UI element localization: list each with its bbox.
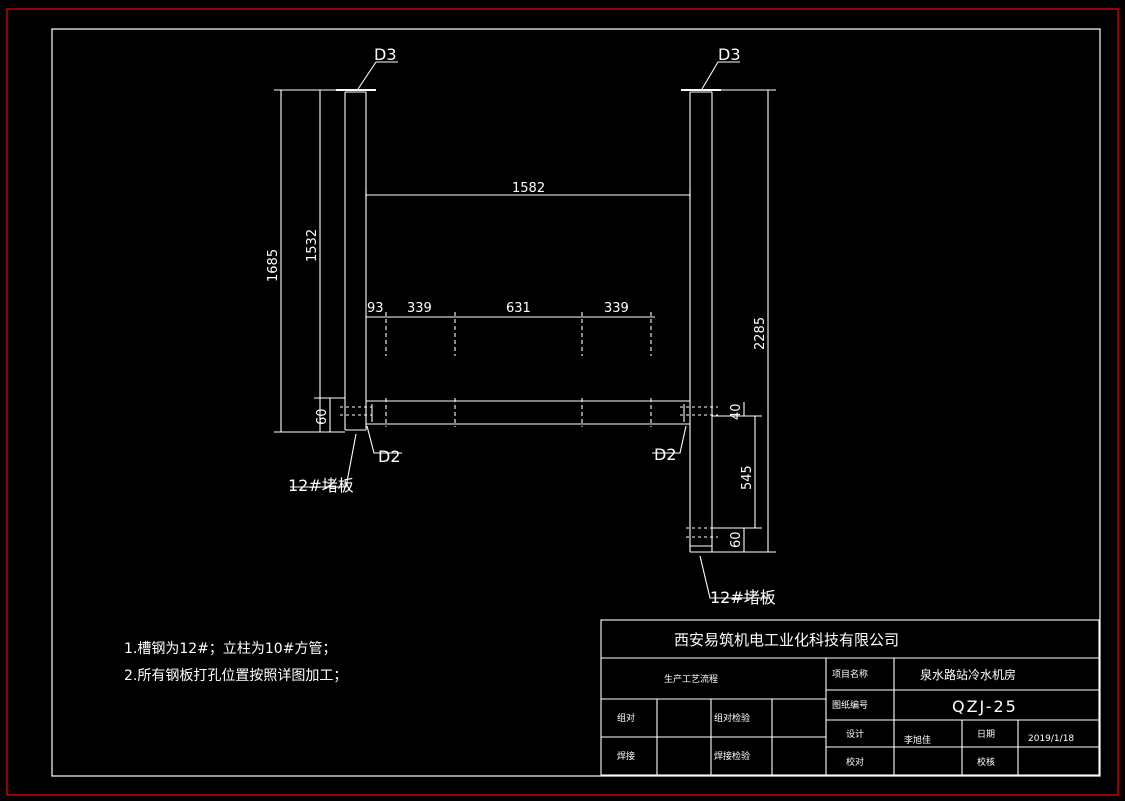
dim-left-bottom: 60: [315, 408, 330, 425]
dim-right-mid: 545: [740, 465, 755, 490]
beam-hole-marks: [385, 398, 652, 427]
note-1: 1.槽钢为12#；立柱为10#方管；: [124, 641, 336, 657]
callout-d3-left: D3: [374, 45, 397, 64]
tb-date-label: 日期: [977, 729, 995, 740]
dim-right-total: 2285: [753, 317, 768, 350]
dim-span: 1582: [512, 181, 545, 196]
tb-verify-label: 校核: [977, 756, 995, 768]
tb-date: 2019/1/18: [1028, 734, 1074, 744]
tb-row1-a: 组对: [617, 712, 635, 724]
tb-company: 西安易筑机电工业化科技有限公司: [674, 631, 899, 649]
tb-row1-b: 组对检验: [714, 712, 750, 724]
leader-d3-right: [701, 61, 740, 90]
tb-drawing-no-label: 图纸编号: [832, 699, 868, 711]
tb-project-label: 项目名称: [832, 668, 868, 680]
leader-d2-right: [652, 425, 687, 454]
leader-plate-left: [290, 433, 357, 488]
callout-d2-right: D2: [654, 445, 677, 464]
callout-plate-right: 12#堵板: [710, 588, 776, 607]
tb-designer: 李旭佳: [904, 734, 931, 746]
title-block-lines: [600, 619, 1100, 776]
tb-row2-b: 焊接检验: [714, 750, 750, 762]
tb-row2-a: 焊接: [617, 750, 635, 762]
callout-plate-left: 12#堵板: [288, 476, 354, 495]
tb-check-label: 校对: [846, 756, 864, 768]
dim-seg3: 631: [506, 301, 531, 316]
tb-drawing-no: QZJ-25: [952, 697, 1018, 716]
drawing-frame: [51, 28, 1101, 777]
dim-right-bottom: 60: [729, 531, 744, 548]
leader-plate-right: [699, 555, 770, 599]
note-2: 2.所有钢板打孔位置按照详图加工；: [124, 667, 347, 684]
leader-d2-left: [366, 425, 402, 454]
tb-design-label: 设计: [846, 728, 864, 740]
dim-left-inner: 1532: [305, 229, 320, 262]
callout-d3-right: D3: [718, 45, 741, 64]
outer-border: [6, 8, 1119, 796]
dim-seg1: 93: [367, 301, 384, 316]
tb-process: 生产工艺流程: [664, 673, 718, 685]
dim-seg2: 339: [407, 301, 432, 316]
callout-d2-left: D2: [378, 447, 401, 466]
dim-left-total: 1685: [266, 249, 281, 282]
leader-d3-left: [357, 61, 398, 90]
dim-right-upper: 40: [729, 403, 744, 420]
tb-project-name: 泉水路站冷水机房: [920, 667, 1016, 682]
frame-structure: [274, 61, 1100, 776]
dim-seg4: 339: [604, 301, 629, 316]
